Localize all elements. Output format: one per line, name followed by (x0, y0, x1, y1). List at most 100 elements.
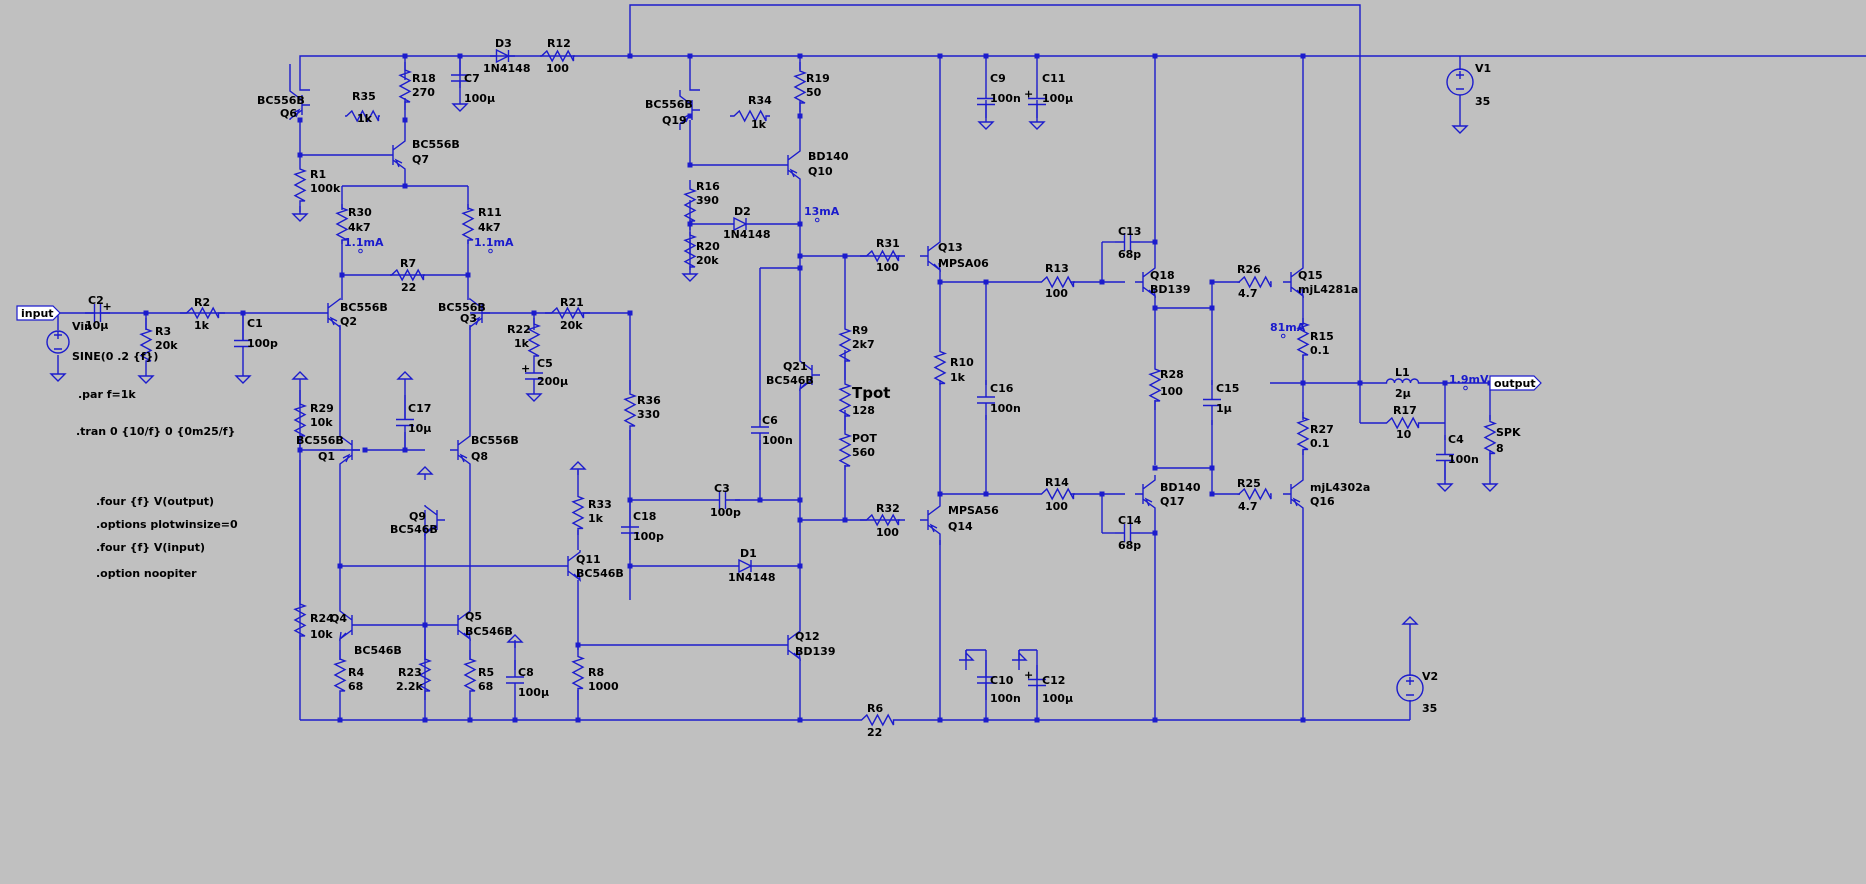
component-value: 1k (950, 371, 966, 384)
component-name: C16 (990, 382, 1014, 395)
component-value: 4k7 (478, 221, 501, 234)
junction-dot (757, 497, 763, 503)
component-value: 100n (990, 402, 1021, 415)
component-name: C13 (1118, 225, 1141, 238)
capacitor-symbol (1028, 665, 1046, 700)
component-value: 35 (1422, 702, 1437, 715)
polarity-mark: + (521, 362, 530, 375)
component-value: 10µ (408, 422, 431, 435)
resistor-symbol (623, 380, 638, 440)
ground-symbol (977, 118, 995, 130)
transistor-symbol (385, 130, 406, 180)
resistor-symbol (860, 513, 905, 527)
component-value: 100n (762, 434, 793, 447)
resistor-symbol (545, 306, 590, 320)
component-name: Q16 (1310, 495, 1335, 508)
transistor-arrow (573, 572, 581, 582)
transistor-symbol (339, 430, 360, 470)
rail-arrow-symbol (416, 466, 434, 480)
junction-dot (797, 563, 803, 569)
transistor-symbol (679, 90, 700, 130)
component-name: R36 (637, 394, 661, 407)
junction-dot (1300, 53, 1306, 59)
component-name: Q18 (1150, 269, 1175, 282)
component-name: R14 (1045, 476, 1069, 489)
component-name: R4 (348, 666, 364, 679)
junction-dot (627, 563, 633, 569)
component-value: 22 (867, 726, 882, 739)
probe-label: 13mA (804, 205, 840, 218)
component-name: R5 (478, 666, 494, 679)
transistor-symbol (1283, 470, 1304, 510)
component-value: 100k (310, 182, 341, 195)
component-value: BC546B (390, 523, 438, 536)
junction-dot (531, 310, 537, 316)
component-value: 100µ (1042, 92, 1073, 105)
component-value: 100n (990, 92, 1021, 105)
transistor-arrow (929, 523, 938, 533)
resistor-symbol (1040, 275, 1075, 289)
component-name: D3 (495, 37, 512, 50)
junction-dot (1357, 380, 1363, 386)
component-name: R8 (588, 666, 604, 679)
ground-symbol (1451, 122, 1469, 134)
resistor-symbol (838, 370, 853, 430)
junction-dot (797, 113, 803, 119)
junction-dot (1442, 380, 1448, 386)
resistor-symbol (1237, 275, 1272, 289)
component-name: Q5 (465, 610, 482, 623)
component-name: Q9 (409, 510, 426, 523)
transistor-arrow (1144, 497, 1153, 507)
component-value: 100n (990, 692, 1021, 705)
component-name: Q21 (783, 360, 808, 373)
rail-arrow-symbol (291, 371, 309, 385)
component-name: D2 (734, 205, 751, 218)
wire (629, 4, 1361, 383)
input-port[interactable] (16, 305, 61, 321)
transistor-arrow (933, 262, 941, 272)
resistor-symbol (345, 109, 380, 123)
component-value: 4.7 (1238, 500, 1258, 513)
component-value: 100µ (518, 686, 549, 699)
component-name: R2 (194, 296, 210, 309)
junction-dot (983, 491, 989, 497)
capacitor-symbol (751, 410, 769, 450)
ground-symbol (137, 372, 155, 384)
component-value: 1µ (1216, 402, 1232, 415)
rail-arrow-symbol (506, 634, 524, 648)
output-port[interactable] (1489, 375, 1542, 391)
transistor-symbol (450, 610, 471, 640)
component-value: 22 (401, 281, 416, 294)
component-value: 100p (710, 506, 741, 519)
component-name: Q12 (795, 630, 820, 643)
resistor-symbol (860, 249, 905, 263)
component-name: R10 (950, 356, 974, 369)
resistor-symbol (933, 350, 948, 385)
polarity-mark: + (1024, 88, 1033, 101)
junction-dot (575, 717, 581, 723)
junction-dot (1300, 380, 1306, 386)
component-value: 10k (310, 628, 333, 641)
junction-dot (1209, 491, 1215, 497)
component-name: D1 (740, 547, 757, 560)
transistor-arrow (472, 316, 481, 326)
component-value: 0.1 (1310, 344, 1330, 357)
probe-label: 81mA (1270, 321, 1306, 334)
capacitor-symbol (1203, 380, 1221, 425)
transistor-arrow (292, 108, 301, 118)
ground-symbol (525, 390, 543, 402)
rail-arrow-symbol (569, 461, 587, 475)
capacitor-symbol (1028, 85, 1046, 118)
spice-directive: .tran 0 {10/f} 0 {0m25/f} (76, 425, 235, 438)
component-name: C14 (1118, 514, 1142, 527)
component-value: 20k (560, 319, 583, 332)
component-name: R32 (876, 502, 900, 515)
transistor-symbol (424, 505, 445, 540)
transistor-arrow (463, 631, 471, 641)
component-name: Q1 (318, 450, 335, 463)
component-value: 560 (852, 446, 875, 459)
transistor-arrow (339, 631, 347, 641)
component-value: BC556B (340, 301, 388, 314)
component-name: C17 (408, 402, 431, 415)
